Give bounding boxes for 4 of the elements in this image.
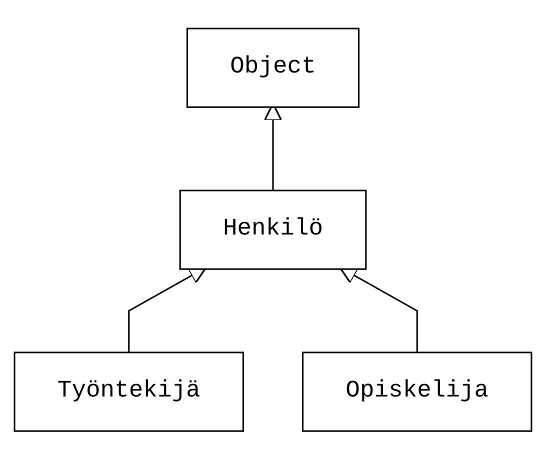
class-box: Opiskelija [302, 352, 532, 432]
class-box: Object [186, 28, 360, 108]
class-box: Työntekijä [14, 352, 244, 432]
class-box: Henkilö [179, 190, 367, 270]
